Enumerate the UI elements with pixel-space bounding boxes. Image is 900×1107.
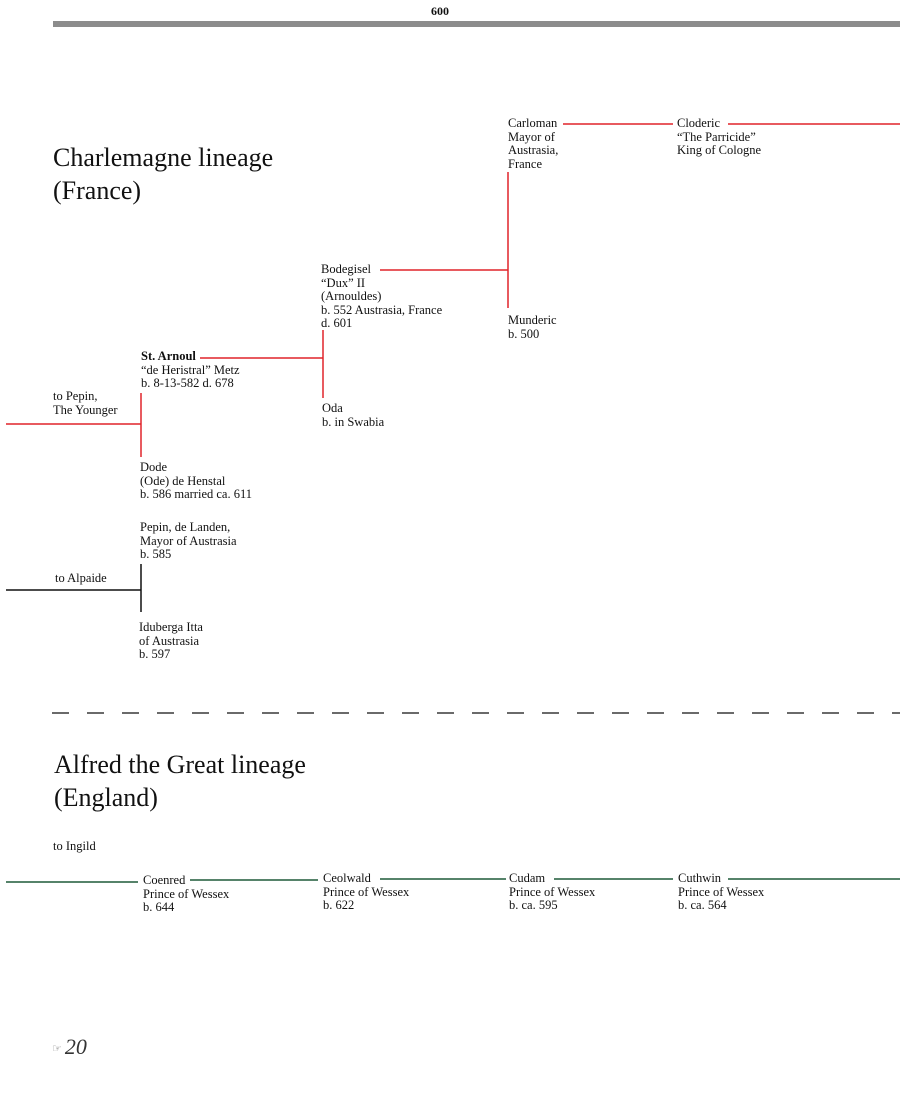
person-pepin-de-landen: Pepin, de Landen, Mayor of Austrasia b. …	[140, 520, 237, 562]
person-line: b. 586 married ca. 611	[140, 487, 252, 501]
person-line: “de Heristral” Metz	[141, 362, 240, 377]
france-connectors	[6, 123, 900, 457]
person-line: Oda	[322, 401, 343, 415]
timeline-bar	[53, 21, 900, 27]
person-line: Cudam	[509, 871, 546, 885]
person-bodegisel: Bodegisel “Dux” II (Arnouldes) b. 552 Au…	[321, 262, 443, 331]
person-st-arnoul: St. Arnoul “de Heristral” Metz b. 8-13-5…	[141, 349, 240, 391]
person-line: Austrasia,	[508, 143, 559, 157]
person-line: b. 500	[508, 326, 540, 341]
person-line: b. 8-13-582 d. 678	[141, 376, 234, 390]
page-number: ☞20	[52, 1034, 87, 1060]
person-line: “Dux” II	[321, 275, 366, 290]
person-line: Iduberga Itta	[139, 620, 203, 634]
person-line: Mayor of Austrasia	[140, 533, 237, 548]
title-line: (England)	[54, 783, 158, 812]
person-line: King of Cologne	[677, 143, 762, 157]
person-line: b. 622	[323, 898, 355, 912]
person-line: Ceolwald	[323, 871, 371, 885]
person-line: Prince of Wessex	[678, 884, 765, 899]
person-coenred: Coenred Prince of Wessex b. 644	[143, 873, 230, 915]
person-line: b. 585	[140, 547, 172, 561]
person-line: b. ca. 595	[509, 898, 558, 912]
france-section-title: Charlemagne lineage (France)	[53, 141, 273, 207]
title-line: Charlemagne lineage	[53, 143, 274, 172]
person-line: b. 644	[143, 900, 175, 914]
person-line: b. in Swabia	[322, 414, 385, 429]
to-ingild-label: to Ingild	[53, 839, 96, 854]
person-line: to Alpaide	[55, 571, 107, 585]
title-line: (France)	[53, 176, 142, 205]
year-heading: 600	[431, 4, 449, 18]
person-line: Mayor of	[508, 129, 555, 144]
person-line: Carloman	[508, 116, 558, 130]
person-line: France	[508, 156, 543, 171]
england-connectors	[6, 878, 900, 883]
person-line: (Arnouldes)	[321, 289, 382, 303]
person-carloman: Carloman Mayor of Austrasia, France	[508, 116, 559, 171]
pepin-connectors	[6, 564, 142, 612]
person-line: to Ingild	[53, 839, 96, 853]
person-munderic: Munderic b. 500	[508, 313, 557, 341]
person-line: Prince of Wessex	[509, 884, 596, 899]
person-line: Coenred	[143, 873, 186, 887]
person-line: of Austrasia	[139, 633, 200, 648]
person-line: Cloderic	[677, 116, 721, 130]
person-ceolwald: Ceolwald Prince of Wessex b. 622	[323, 871, 410, 913]
person-line: Bodegisel	[321, 262, 371, 276]
person-line: Munderic	[508, 313, 557, 327]
person-cudam: Cudam Prince of Wessex b. ca. 595	[509, 871, 596, 913]
person-line: d. 601	[321, 316, 353, 330]
person-line: St. Arnoul	[141, 349, 196, 363]
person-cloderic: Cloderic “The Parricide” King of Cologne	[677, 116, 762, 158]
person-line: “The Parricide”	[677, 129, 756, 144]
person-dode: Dode (Ode) de Henstal b. 586 married ca.…	[140, 460, 252, 502]
pointing-hand-icon: ☞	[52, 1043, 62, 1055]
person-line: to Pepin,	[53, 389, 98, 403]
page-number-text: 20	[64, 1034, 87, 1059]
person-line: Pepin, de Landen,	[140, 520, 231, 534]
person-line: b. 597	[139, 647, 171, 661]
to-alpaide-label: to Alpaide	[55, 571, 107, 586]
person-line: Prince of Wessex	[323, 884, 410, 899]
person-line: (Ode) de Henstal	[140, 473, 226, 488]
person-iduberga-itta: Iduberga Itta of Austrasia b. 597	[139, 620, 203, 662]
person-line: b. 552 Austrasia, France	[321, 302, 443, 317]
person-line: Dode	[140, 460, 168, 474]
person-cuthwin: Cuthwin Prince of Wessex b. ca. 564	[678, 871, 765, 913]
person-line: The Younger	[53, 402, 118, 417]
person-line: b. ca. 564	[678, 898, 727, 912]
person-line: Cuthwin	[678, 871, 722, 885]
title-line: Alfred the Great lineage	[54, 750, 306, 779]
to-pepin-label: to Pepin, The Younger	[53, 389, 118, 417]
person-oda: Oda b. in Swabia	[322, 401, 385, 429]
person-line: Prince of Wessex	[143, 886, 230, 901]
england-section-title: Alfred the Great lineage (England)	[54, 748, 306, 814]
